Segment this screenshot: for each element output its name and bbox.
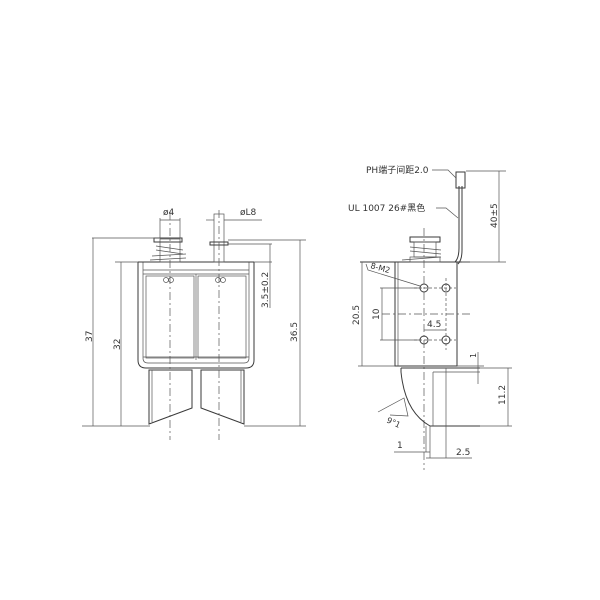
dim-left-shaft-diameter: ø4: [163, 208, 175, 218]
dim-plunger-stroke: 3.5±0.2: [261, 272, 271, 308]
front-view: ø4 øL8 37 32 3.5±0.2 36.5: [82, 208, 306, 440]
dim-overall-height: 37: [85, 331, 95, 342]
coil-right: [197, 275, 247, 359]
mount-hole-label: 8-M2: [369, 261, 391, 275]
dim-right-shaft-diameter: øL8: [240, 208, 257, 218]
connector-label: PH端子间距2.0: [366, 164, 429, 176]
dim-lower-height: 11.2: [498, 385, 508, 405]
connector-icon: [455, 171, 466, 189]
dim-gap: 1: [469, 353, 478, 358]
spring-icon: [401, 246, 442, 261]
dim-wire-length: 40±5: [490, 203, 500, 228]
pole-left: [148, 369, 193, 425]
dim-tip-width: 2.5: [456, 448, 470, 458]
dim-hole-vertical-spacing: 10: [372, 308, 382, 320]
pole-right: [200, 369, 245, 425]
spring-icon: [149, 245, 187, 261]
side-view: PH端子间距2.0 UL 1007 26#黑色 40±5 8-M2 20.5 1…: [348, 164, 512, 470]
wire-label: UL 1007 26#黑色: [348, 202, 425, 214]
dim-body-height: 20.5: [352, 305, 362, 325]
dim-angle: 9°1: [385, 416, 402, 430]
dim-tip-offset: 1: [397, 441, 403, 451]
dim-right-height: 36.5: [290, 322, 300, 342]
dim-hole-horizontal-spacing: 4.5: [427, 320, 441, 330]
wire: [454, 186, 460, 263]
frame-outline: [137, 262, 255, 369]
dim-frame-height: 32: [113, 339, 123, 350]
pole-side: [400, 368, 480, 427]
